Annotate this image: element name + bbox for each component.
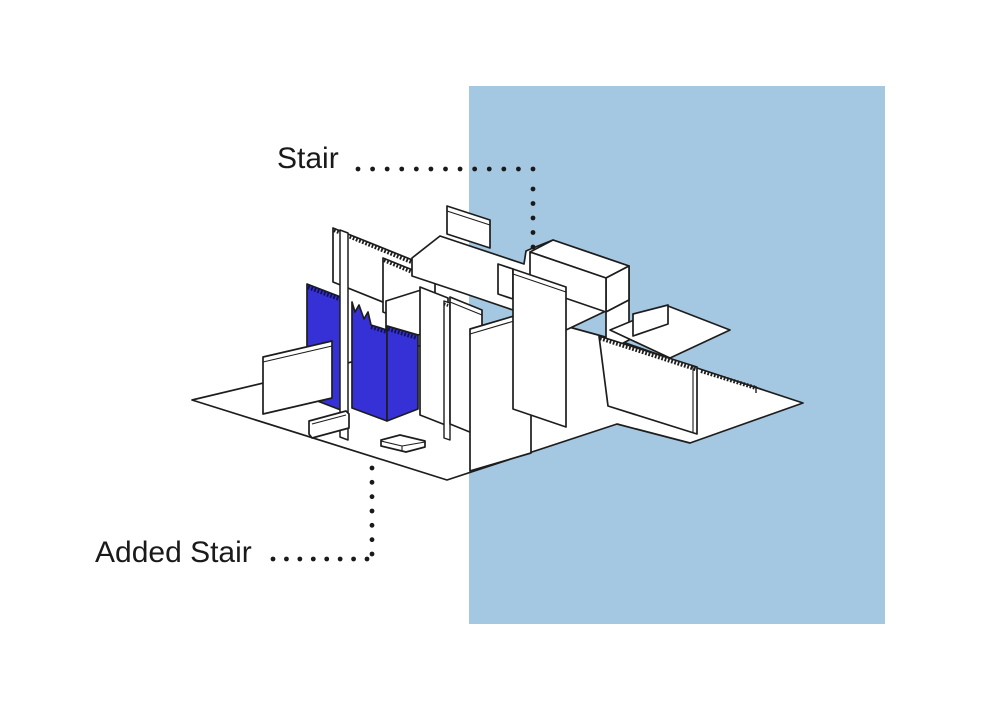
stair-wall-return	[386, 325, 419, 422]
leader-dot	[516, 166, 521, 172]
channel-wall-strip	[443, 300, 451, 441]
leader-dot	[428, 166, 434, 172]
leader-dot	[399, 166, 405, 172]
leader-dot	[530, 215, 536, 221]
leader-dot	[530, 244, 536, 250]
leader-dot	[472, 166, 478, 172]
leader-dot	[370, 166, 375, 172]
stair-wall-main-hatch	[370, 325, 388, 334]
leader-dot	[337, 556, 343, 562]
leader-dot	[284, 556, 289, 562]
t-wall-flange	[497, 263, 514, 300]
leader-dot	[369, 537, 375, 543]
leader-dot	[369, 522, 375, 528]
leader-dot	[486, 166, 492, 172]
stair-leader-horizontal	[355, 166, 536, 172]
leader-dot	[443, 166, 448, 172]
leader-dot	[369, 551, 375, 557]
added-stair-leader-vertical	[369, 465, 375, 557]
leader-dot	[530, 201, 536, 206]
leader-dot	[530, 230, 536, 235]
leader-dot	[310, 556, 316, 562]
right-platform-wall	[632, 304, 669, 337]
leader-dot	[270, 556, 276, 562]
leader-dot	[413, 166, 419, 172]
low-wall-line	[311, 414, 347, 425]
stair-leader-vertical	[530, 186, 536, 250]
added-stair-leader-horizontal	[270, 556, 370, 562]
stair-wall-return-hatch	[387, 327, 418, 340]
stair-label: Stair	[277, 142, 339, 175]
left-wall-band	[262, 345, 333, 363]
t-wall-band	[512, 273, 567, 293]
t-wall	[512, 268, 567, 428]
leader-dot	[355, 166, 361, 172]
channel-strip-hatch	[443, 302, 451, 308]
added-stair-label: Added Stair	[95, 536, 252, 569]
stair-wall-main	[351, 301, 388, 422]
leader-dot	[369, 508, 375, 514]
ground-tip-hatch	[700, 369, 757, 390]
leader-dot	[384, 166, 390, 172]
leader-dot	[501, 166, 507, 172]
leader-dot	[530, 166, 536, 172]
back-wall-small	[446, 205, 491, 249]
leader-dot	[324, 556, 330, 562]
leader-dot	[530, 186, 536, 192]
leader-dot	[369, 465, 375, 471]
leader-dot	[351, 556, 356, 562]
left-wall	[262, 340, 333, 415]
channel-wall-right-band	[449, 301, 483, 316]
thin-wall-strip	[339, 229, 349, 441]
leader-dot	[457, 166, 463, 172]
leader-dot	[297, 556, 303, 562]
leader-dot	[369, 479, 375, 485]
back-wall-small-band	[446, 210, 491, 226]
low-block	[380, 434, 426, 453]
leader-dot	[369, 494, 375, 500]
leader-dot	[364, 556, 370, 562]
low-wall	[308, 410, 350, 439]
